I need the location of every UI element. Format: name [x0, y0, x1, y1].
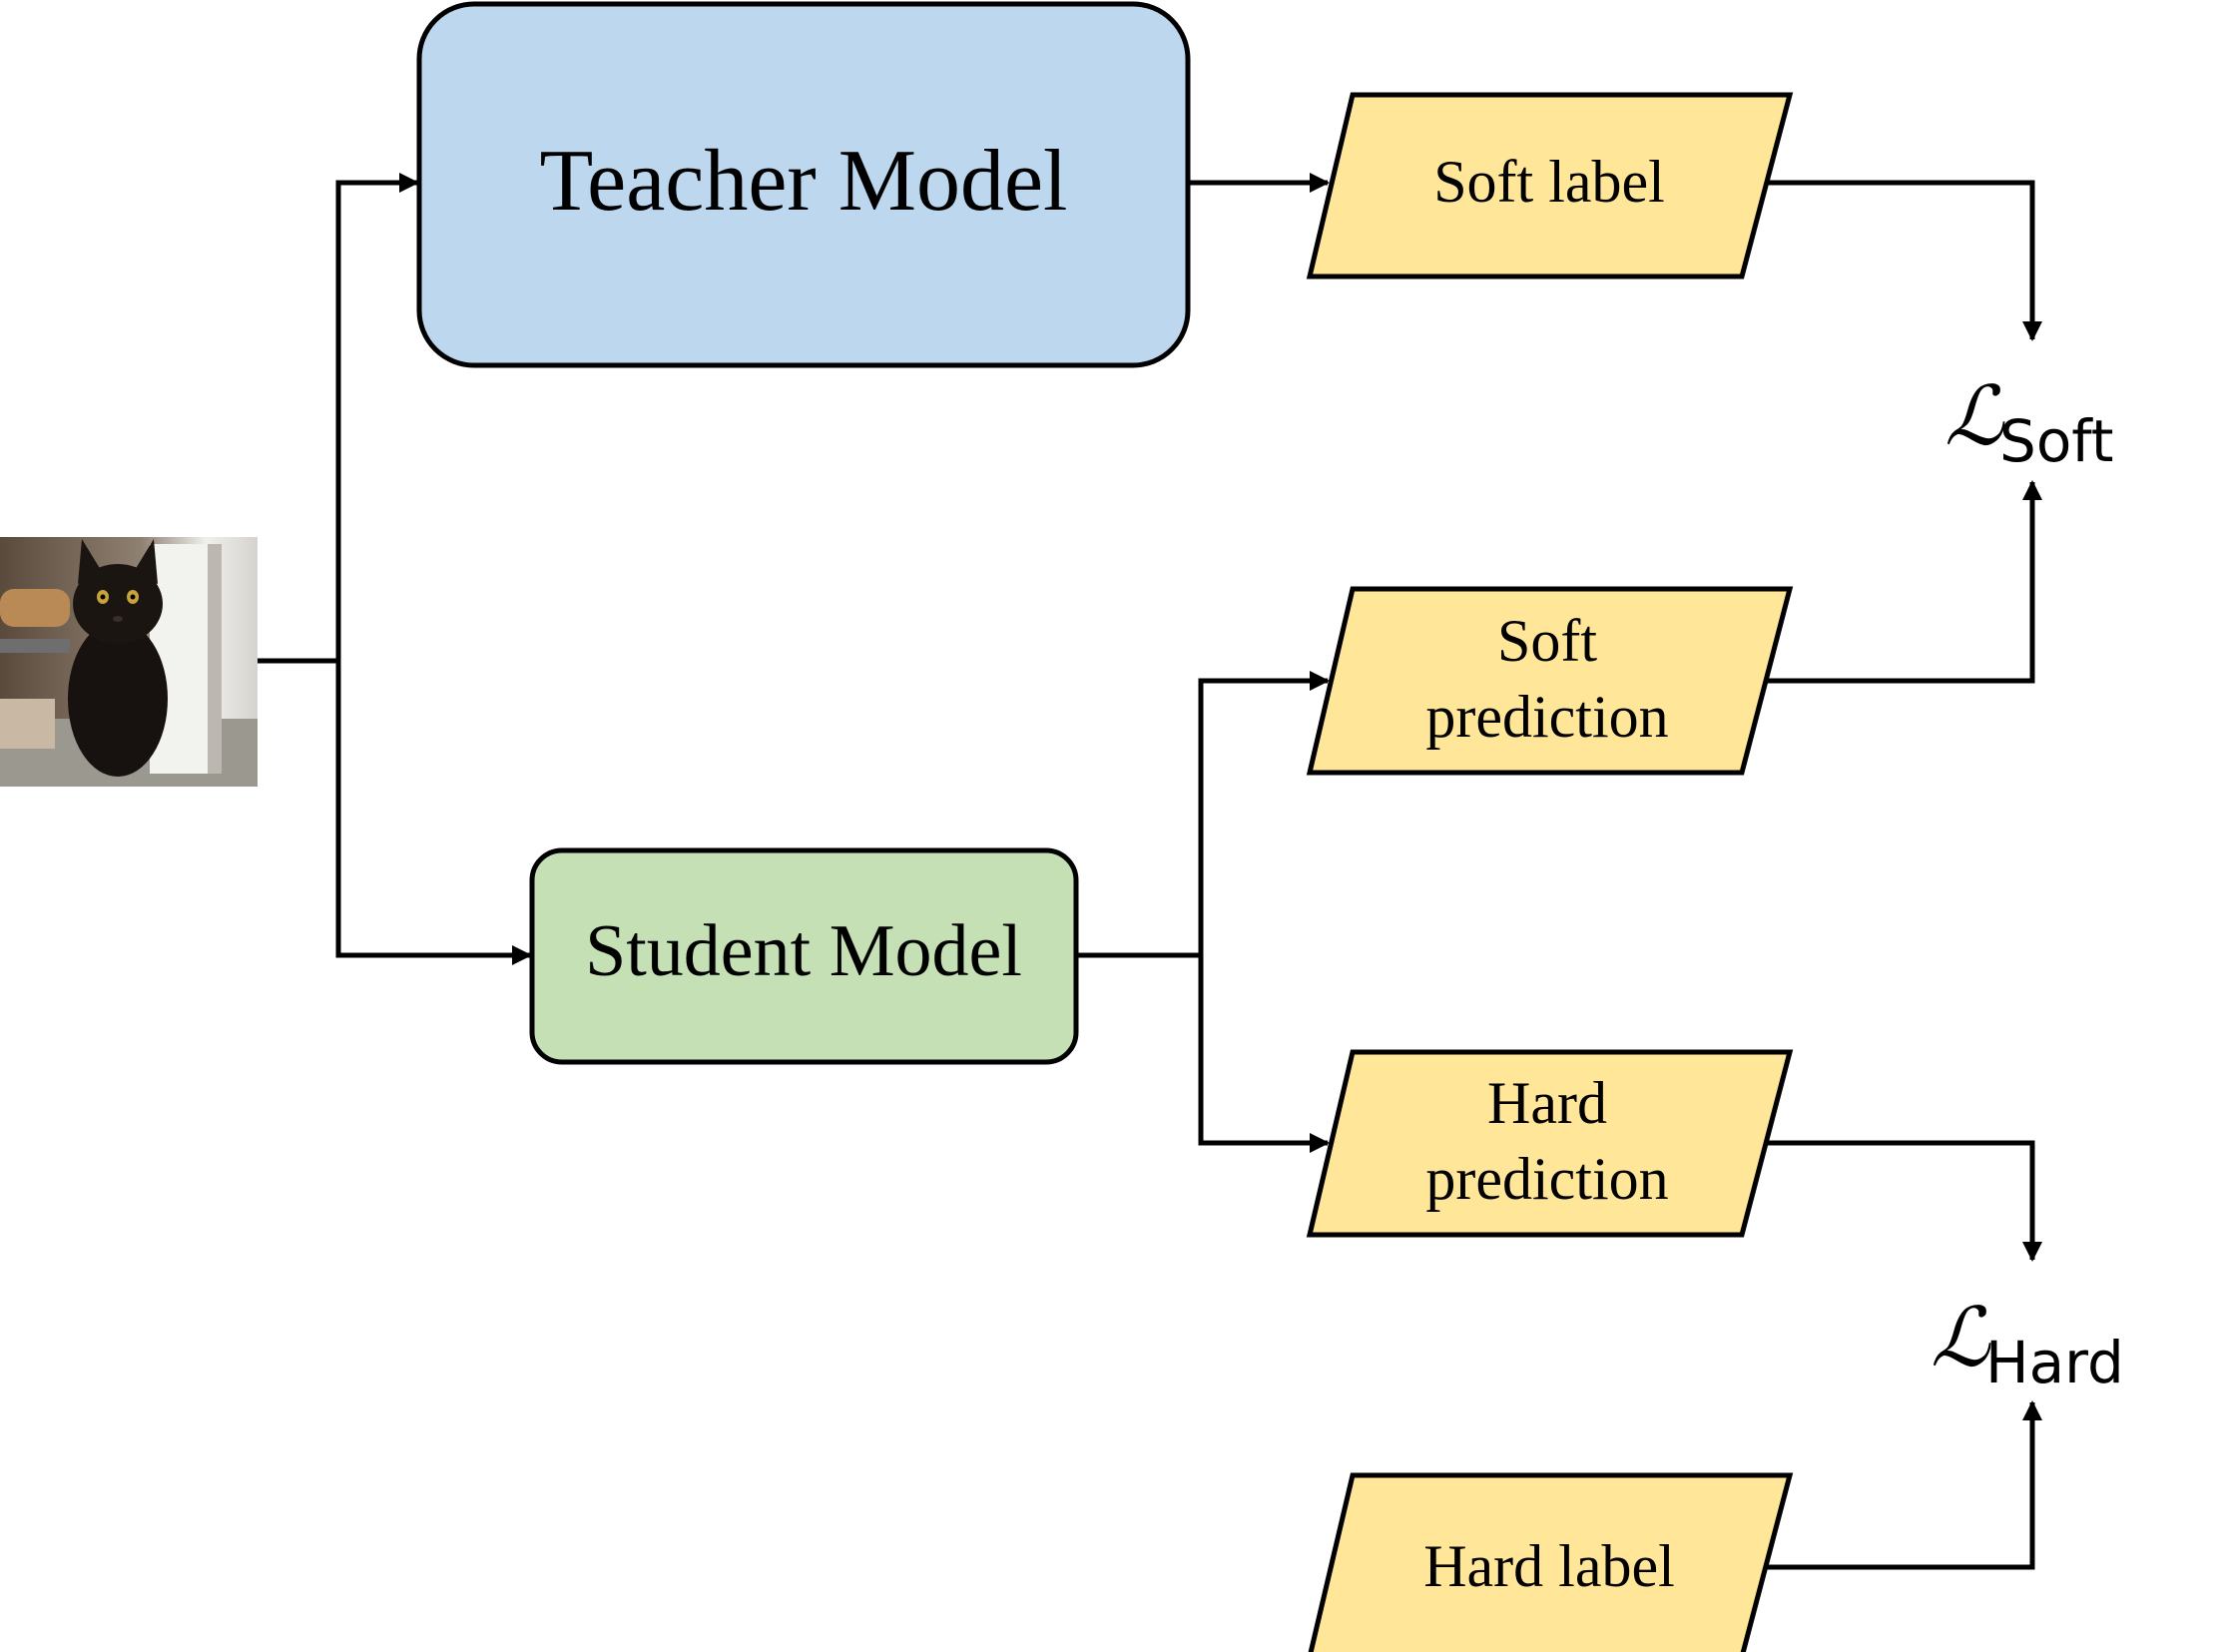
arrow-soft-label-to-loss-soft — [1767, 180, 2042, 341]
arrow-hard-label-to-loss-hard — [1767, 1400, 2042, 1570]
hard-prediction-line2: prediction — [1425, 1146, 1668, 1212]
arrow-hard-prediction-to-loss-hard — [1767, 1140, 2042, 1262]
teacher-model-label: Teacher Model — [540, 133, 1068, 230]
soft-prediction-box: Soft prediction — [1306, 586, 1794, 776]
teacher-model-box: Teacher Model — [416, 1, 1191, 368]
arrow-student-to-soft-prediction — [1198, 671, 1330, 955]
hard-prediction-box: Hard prediction — [1306, 1049, 1794, 1238]
arrow-soft-prediction-to-loss-soft — [1767, 480, 2042, 684]
hard-prediction-line1: Hard — [1487, 1070, 1607, 1136]
soft-label-box: Soft label — [1306, 92, 1794, 279]
soft-prediction-line1: Soft — [1497, 608, 1597, 674]
arrow-input-to-teacher — [335, 173, 419, 661]
soft-label-text: Soft label — [1433, 149, 1665, 215]
connectors — [258, 173, 2042, 1570]
student-model-label: Student Model — [585, 910, 1022, 992]
loss-soft-subscript: Soft — [1999, 407, 2113, 475]
loss-soft-symbol: ℒ — [1945, 369, 2005, 464]
hard-label-box: Hard label — [1308, 1472, 1794, 1652]
soft-prediction-line2: prediction — [1425, 684, 1668, 750]
hard-label-text: Hard label — [1423, 1533, 1675, 1599]
arrow-student-to-hard-prediction — [1198, 955, 1330, 1153]
loss-hard-symbol: ℒ — [1931, 1291, 1991, 1385]
student-model-box: Student Model — [529, 847, 1079, 1065]
loss-soft: ℒ Soft — [1945, 369, 2113, 475]
loss-hard: ℒ Hard — [1931, 1291, 2124, 1396]
arrow-input-to-student — [335, 661, 532, 965]
input-cat-image — [0, 537, 258, 787]
loss-hard-subscript: Hard — [1985, 1329, 2124, 1396]
